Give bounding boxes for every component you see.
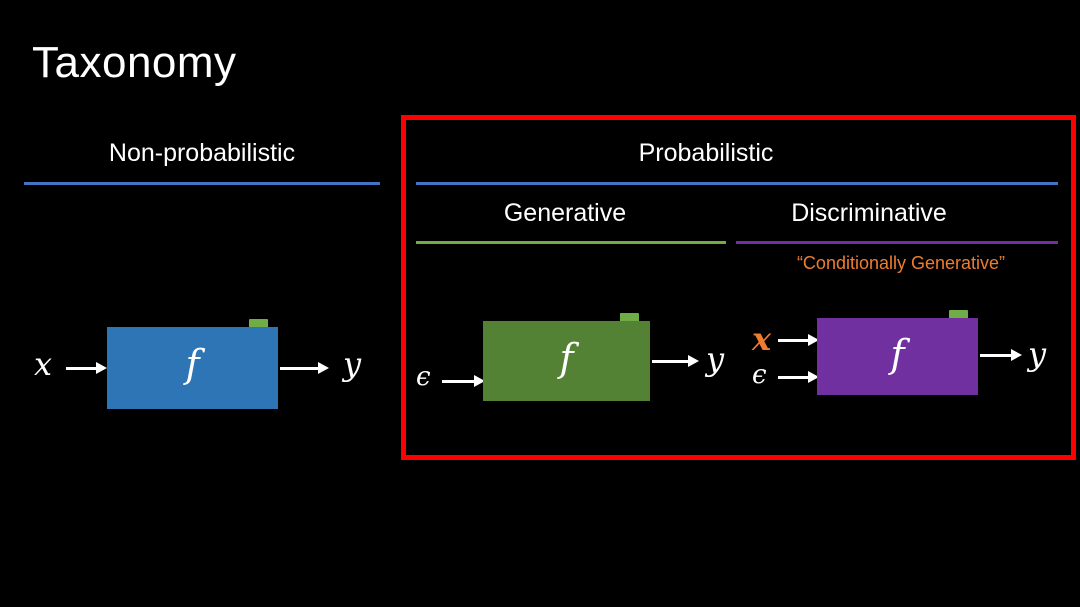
non-probabilistic-function-label: f [185, 342, 200, 386]
discriminative-input-epsilon: ϵ [752, 360, 767, 390]
discriminative-divider [736, 241, 1058, 244]
generative-output-arrow [652, 355, 699, 367]
discriminative-output-arrow [980, 349, 1022, 361]
discriminative-input-epsilon-arrow [778, 371, 819, 383]
non-probabilistic-heading: Non-probabilistic [108, 139, 296, 167]
generative-input-epsilon: ϵ [416, 362, 431, 392]
generative-function-box [483, 321, 650, 401]
discriminative-function-box [817, 318, 978, 395]
generative-function-label: f [559, 336, 574, 380]
discriminative-box-tab [949, 310, 968, 319]
discriminative-subtitle: “Conditionally Generative” [796, 253, 1006, 273]
non-probabilistic-output-y: y [343, 345, 362, 383]
discriminative-function-label: f [890, 332, 905, 376]
discriminative-input-x: x [752, 320, 772, 358]
probabilistic-divider [416, 182, 1058, 185]
probabilistic-heading: Probabilistic [638, 139, 774, 167]
slide-title: Taxonomy [32, 38, 237, 87]
non-probabilistic-output-arrow [280, 362, 329, 374]
discriminative-heading: Discriminative [791, 199, 947, 227]
non-probabilistic-input-x: x [34, 345, 53, 383]
non-probabilistic-box-tab [249, 319, 268, 328]
generative-divider [416, 241, 726, 244]
generative-box-tab [620, 313, 639, 322]
generative-input-arrow [442, 375, 485, 387]
non-probabilistic-divider [24, 182, 380, 185]
generative-output-y: y [706, 340, 725, 378]
generative-heading: Generative [503, 199, 627, 227]
probabilistic-highlight-frame [401, 115, 1076, 460]
non-probabilistic-function-box [107, 327, 278, 409]
non-probabilistic-input-arrow [66, 362, 107, 374]
discriminative-input-x-arrow [778, 334, 819, 346]
discriminative-output-y: y [1028, 335, 1047, 373]
